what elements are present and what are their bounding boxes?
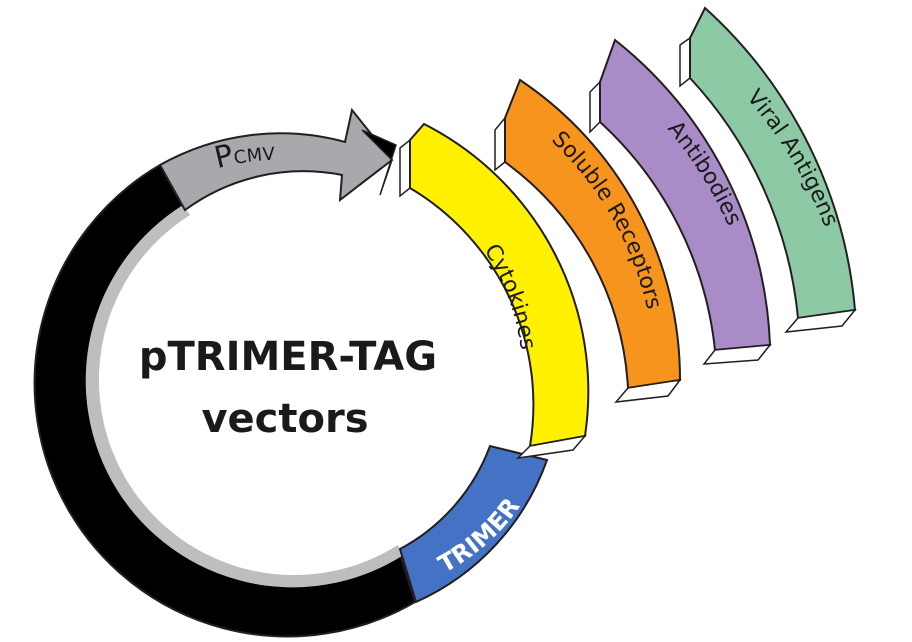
soluble-receptors-segment (504, 78, 682, 390)
viral-antigens-segment (689, 6, 857, 320)
viral-antigens-side (679, 36, 691, 88)
promoter-arrow-tip (361, 129, 397, 196)
vector-title-line1: pTRIMER-TAG (139, 334, 437, 380)
viral-antigens-base (784, 308, 857, 333)
promoter-arrow (158, 107, 394, 212)
trimer-segment (398, 444, 549, 604)
antibodies-base (702, 344, 772, 365)
soluble-receptors-side (494, 115, 506, 172)
antibodies-side (589, 80, 601, 134)
antibodies-segment (599, 38, 772, 352)
cytokines-segment-base (515, 434, 587, 460)
soluble-receptors-base (614, 378, 682, 403)
cytokines-segment-side (399, 138, 411, 198)
vector-title-line2: vectors (201, 396, 368, 442)
